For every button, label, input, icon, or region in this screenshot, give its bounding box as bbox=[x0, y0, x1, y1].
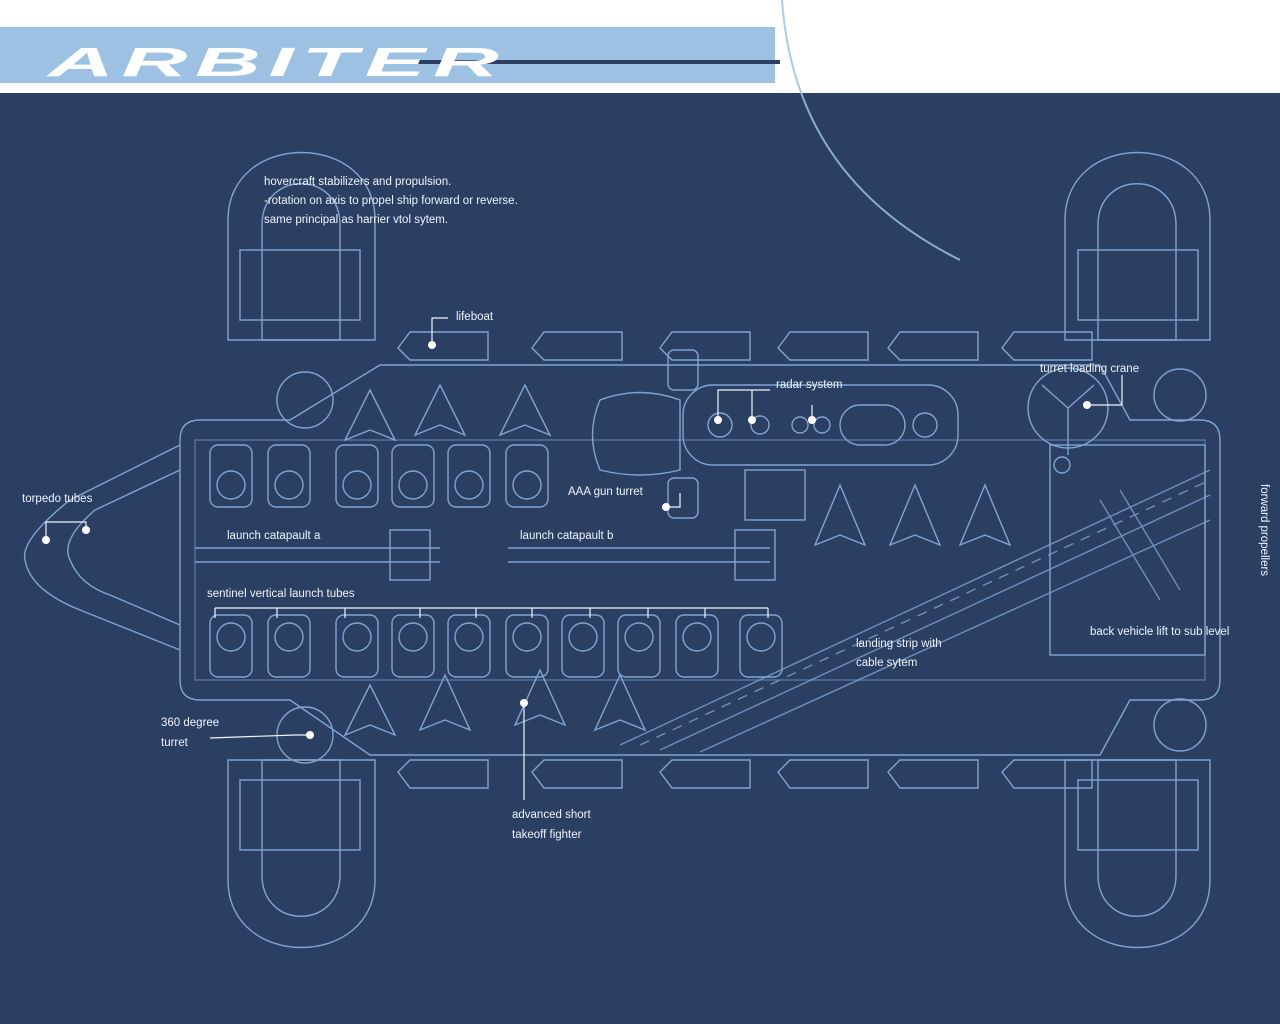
title-rule bbox=[386, 60, 780, 64]
top-launch-tubes bbox=[209, 444, 549, 508]
label-fighter-1: advanced short bbox=[512, 809, 591, 821]
bow bbox=[23, 444, 181, 651]
label-turret-loading-crane: turret loading crane bbox=[1040, 363, 1140, 375]
sentinel-launch-tubes bbox=[209, 614, 783, 678]
bridge-section bbox=[591, 349, 959, 521]
label-forward-propellers: forward propellers bbox=[1258, 484, 1270, 577]
turret-loading-crane bbox=[1027, 367, 1109, 474]
lifeboats-top bbox=[397, 331, 1093, 361]
label-fighter-2: takeoff fighter bbox=[512, 829, 582, 841]
turret-front-top bbox=[276, 371, 334, 429]
back-vehicle-lift bbox=[1049, 444, 1206, 656]
main-hull bbox=[179, 364, 1221, 756]
label-landing-strip-2: cable sytem bbox=[856, 657, 918, 669]
label-landing-strip-1: landing strip with bbox=[856, 638, 942, 650]
note-line-1: hovercraft stabilizers and propulsion. bbox=[264, 176, 452, 188]
launch-catapult-b bbox=[508, 529, 776, 581]
callout-lines bbox=[45, 317, 1123, 800]
title-band bbox=[0, 27, 775, 83]
turret-rear-bottom bbox=[1153, 698, 1207, 752]
label-launch-catapult-a: launch catapault a bbox=[227, 530, 321, 542]
hover-pod-bottom-left bbox=[227, 759, 376, 949]
landing-strip bbox=[619, 469, 1211, 753]
hover-pod-bottom-right bbox=[1064, 759, 1211, 949]
label-torpedo-tubes: torpedo tubes bbox=[22, 493, 93, 505]
lifeboats-bottom bbox=[397, 759, 1093, 789]
label-aaa-gun-turret: AAA gun turret bbox=[568, 486, 643, 498]
hover-pod-top-left bbox=[227, 151, 376, 341]
label-sentinel-tubes: sentinel vertical launch tubes bbox=[207, 588, 355, 600]
label-radar-system: radar system bbox=[776, 379, 843, 391]
label-360-turret-1: 360 degree bbox=[161, 717, 220, 729]
label-launch-catapult-b: launch catapault b bbox=[520, 530, 614, 542]
label-360-turret-2: turret bbox=[161, 737, 188, 749]
launch-catapult-a bbox=[195, 529, 440, 581]
turret-front-bottom bbox=[276, 706, 334, 764]
callout-dots bbox=[42, 341, 1091, 739]
header-curve bbox=[781, 0, 961, 261]
page-title: ARBITER bbox=[48, 40, 507, 86]
turret-rear-top bbox=[1153, 368, 1207, 422]
label-lifeboat: lifeboat bbox=[456, 311, 494, 323]
note-line-3: same principal as harrier vtol sytem. bbox=[264, 214, 449, 226]
note-line-2: -rotation on axis to propel ship forward… bbox=[264, 195, 518, 207]
label-back-vehicle-lift: back vehicle lift to sub level bbox=[1090, 626, 1230, 638]
hover-pod-top-right bbox=[1064, 151, 1211, 341]
fighters bbox=[343, 383, 1012, 737]
